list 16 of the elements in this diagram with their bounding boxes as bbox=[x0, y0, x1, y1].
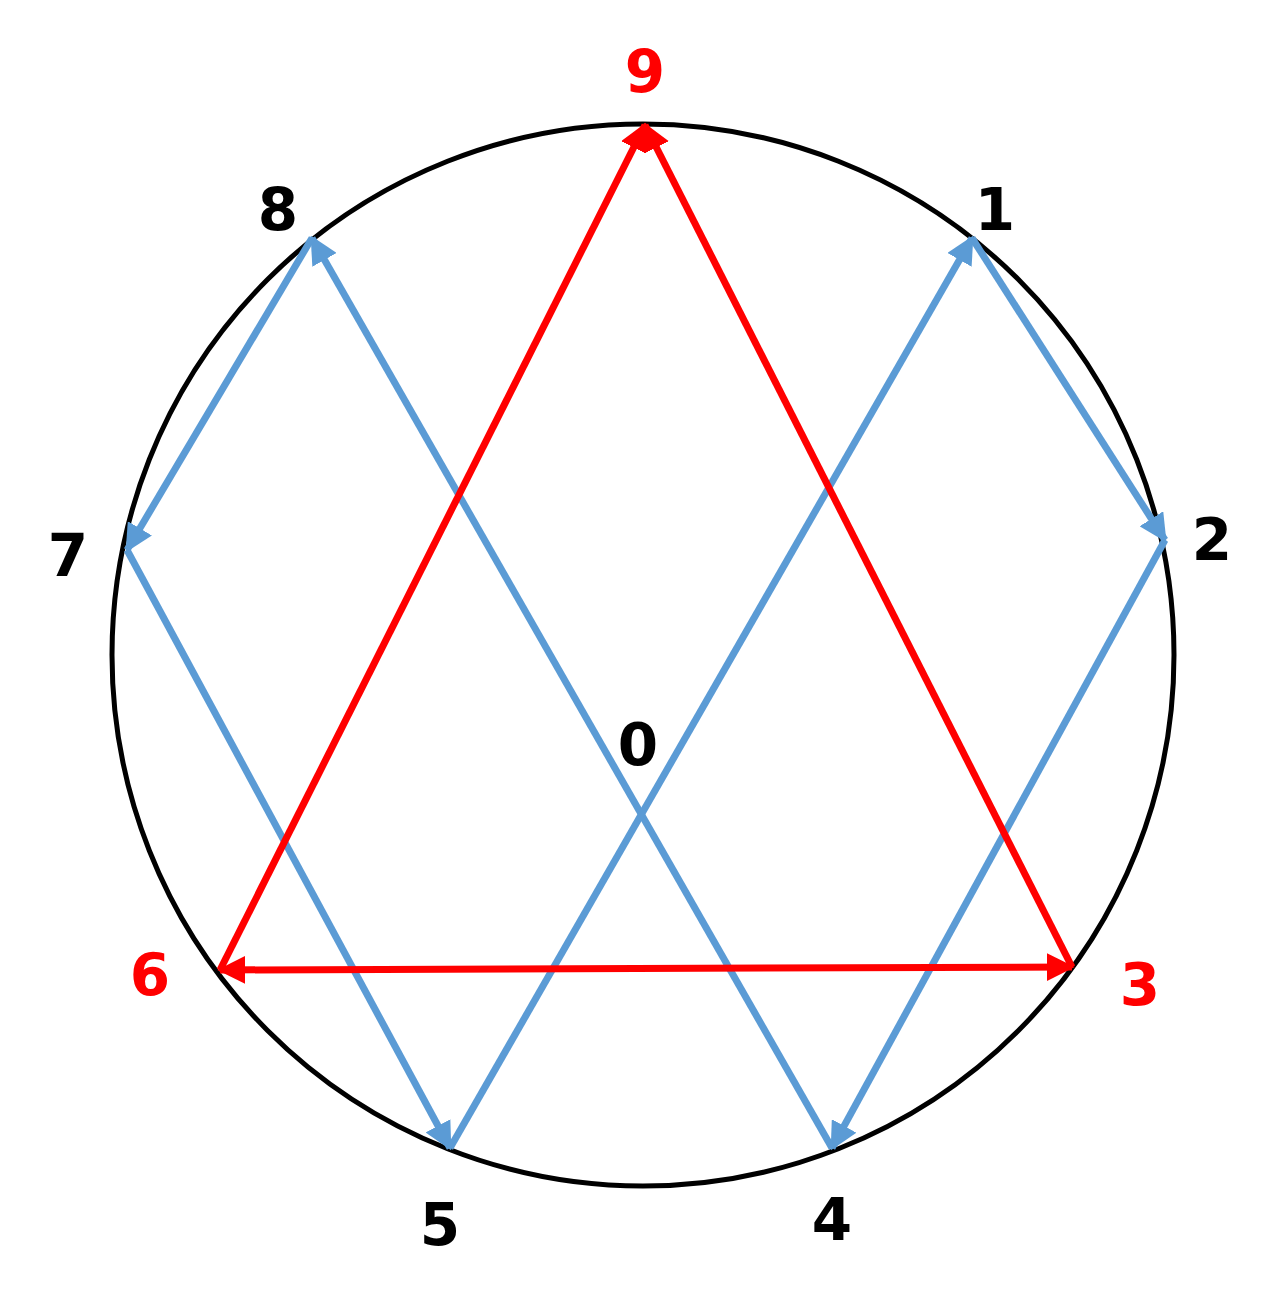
arrow bbox=[828, 538, 1169, 1151]
arrow bbox=[216, 122, 649, 972]
number-label: 7 bbox=[47, 527, 89, 585]
arrow bbox=[123, 548, 454, 1151]
number-label: 2 bbox=[1191, 511, 1233, 569]
number-label: 8 bbox=[257, 181, 299, 239]
number-label: 4 bbox=[811, 1191, 853, 1249]
arrow bbox=[124, 236, 315, 553]
number-label: 0 bbox=[617, 716, 659, 774]
arrow bbox=[217, 953, 1075, 984]
number-label: 1 bbox=[974, 181, 1016, 239]
number-label: 5 bbox=[419, 1196, 461, 1254]
number-label: 9 bbox=[624, 43, 666, 101]
number-label: 6 bbox=[129, 946, 171, 1004]
arrow bbox=[641, 122, 1076, 969]
number-label: 3 bbox=[1119, 956, 1161, 1014]
